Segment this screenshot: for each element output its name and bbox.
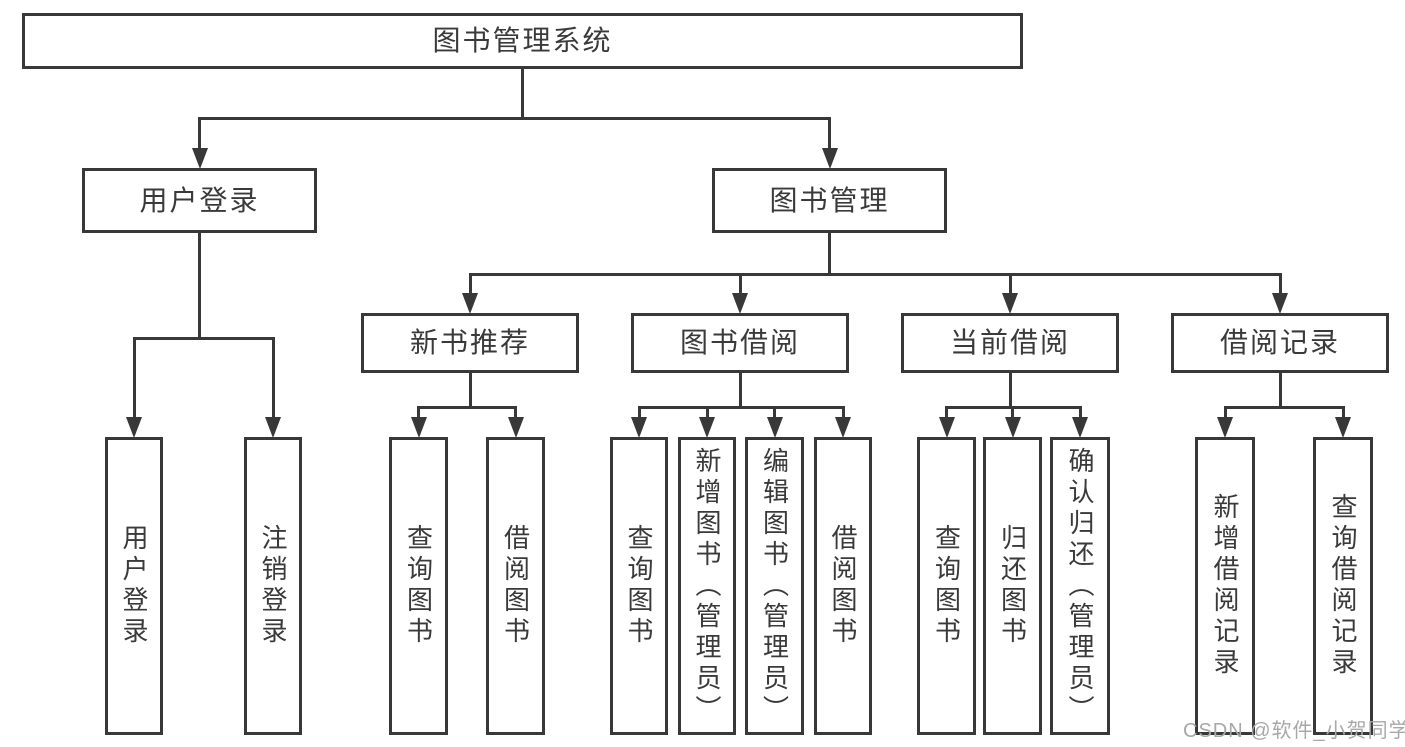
- node-query-borrow-record: 查询借阅记录: [1313, 437, 1373, 735]
- connector-stem: [521, 69, 524, 120]
- node-label: 图书管理系统: [432, 25, 613, 56]
- connector-bar: [637, 406, 845, 409]
- node-label: 用户登录: [119, 524, 149, 648]
- connector-stem: [1341, 406, 1345, 418]
- node-label: 新增借阅记录: [1210, 493, 1240, 679]
- arrow-down-icon: [835, 417, 851, 438]
- arrow-down-icon: [191, 148, 208, 169]
- watermark-text: CSDN @软件_小贺同学: [1183, 720, 1405, 742]
- node-label: 当前借阅: [949, 327, 1070, 358]
- node-user-login-op: 用户登录: [105, 437, 163, 735]
- arrow-down-icon: [410, 417, 427, 438]
- connector-stem: [841, 406, 845, 418]
- node-book-management: 图书管理: [712, 168, 947, 233]
- arrow-down-icon: [631, 417, 647, 438]
- node-label: 新增图书（管理员）: [692, 446, 722, 726]
- arrow-down-icon: [821, 148, 838, 169]
- connector-bar: [132, 337, 275, 340]
- connector-stem: [705, 406, 709, 418]
- connector-stem: [828, 117, 831, 149]
- connector-stem: [132, 337, 136, 418]
- node-label: 查询图书: [403, 524, 434, 648]
- node-query-books-2: 查询图书: [610, 437, 668, 735]
- connector-stem: [1011, 406, 1014, 418]
- node-label: 新书推荐: [409, 327, 530, 358]
- arrow-down-icon: [732, 293, 748, 314]
- connector-stem: [468, 373, 472, 409]
- connector-stem: [773, 406, 776, 418]
- node-borrowing-records: 借阅记录: [1171, 313, 1389, 373]
- connector-stem: [514, 406, 517, 418]
- node-current-borrowing: 当前借阅: [901, 313, 1119, 373]
- connector-stem: [1008, 373, 1012, 409]
- connector-bar: [198, 117, 831, 120]
- node-query-books-3: 查询图书: [917, 437, 976, 735]
- node-label: 借阅图书: [500, 524, 531, 648]
- arrow-down-icon: [699, 417, 715, 438]
- node-label: 用户登录: [139, 184, 260, 216]
- node-edit-books-admin: 编辑图书（管理员）: [745, 437, 804, 735]
- arrow-down-icon: [462, 293, 478, 314]
- node-system-title: 图书管理系统: [22, 13, 1023, 69]
- arrow-down-icon: [1004, 417, 1021, 438]
- connector-bar: [468, 273, 1282, 276]
- connector-bar: [1223, 406, 1345, 409]
- connector-stem: [828, 233, 831, 276]
- connector-stem: [198, 117, 201, 149]
- arrow-down-icon: [1002, 293, 1018, 314]
- connector-stem: [271, 337, 275, 418]
- arrow-down-icon: [1335, 417, 1351, 438]
- node-label: 查询借阅记录: [1328, 493, 1358, 679]
- connector-stem: [1223, 406, 1227, 418]
- node-label: 注销登录: [258, 524, 288, 648]
- connector-stem: [738, 373, 742, 409]
- arrow-down-icon: [1217, 417, 1233, 438]
- arrow-down-icon: [126, 417, 142, 438]
- node-book-borrowing: 图书借阅: [631, 313, 849, 373]
- connector-stem: [1008, 273, 1012, 294]
- arrow-down-icon: [507, 417, 524, 438]
- connector-stem: [198, 233, 201, 340]
- node-new-book-recommend: 新书推荐: [361, 313, 579, 373]
- node-borrow-books-2: 借阅图书: [814, 437, 872, 735]
- node-label: 查询图书: [624, 524, 654, 648]
- node-label: 查询图书: [931, 524, 962, 648]
- node-add-borrow-record: 新增借阅记录: [1195, 437, 1255, 735]
- connector-stem: [1278, 273, 1282, 294]
- node-borrow-books-1: 借阅图书: [486, 437, 545, 735]
- connector-stem: [1278, 373, 1282, 409]
- node-add-books-admin: 新增图书（管理员）: [678, 437, 736, 735]
- node-label: 编辑图书（管理员）: [759, 446, 790, 726]
- connector-stem: [468, 273, 472, 294]
- connector-stem: [945, 406, 948, 418]
- connector-stem: [417, 406, 420, 418]
- arrow-down-icon: [1072, 417, 1088, 438]
- connector-stem: [637, 406, 641, 418]
- node-label: 借阅图书: [828, 524, 858, 648]
- node-label: 图书借阅: [679, 327, 800, 358]
- connector-stem: [738, 273, 742, 294]
- node-user-login: 用户登录: [82, 168, 317, 233]
- arrow-down-icon: [766, 417, 783, 438]
- node-label: 图书管理: [769, 184, 890, 216]
- node-logout-op: 注销登录: [244, 437, 302, 735]
- node-label: 归还图书: [997, 524, 1028, 648]
- node-label: 借阅记录: [1219, 327, 1340, 358]
- node-label: 确认归还（管理员）: [1065, 446, 1095, 726]
- arrow-down-icon: [938, 417, 955, 438]
- arrow-down-icon: [265, 417, 281, 438]
- node-query-books-1: 查询图书: [389, 437, 448, 735]
- connector-bar: [417, 406, 517, 409]
- node-confirm-return: 确认归还（管理员）: [1050, 437, 1110, 735]
- connector-stem: [1078, 406, 1082, 418]
- node-return-books: 归还图书: [983, 437, 1042, 735]
- arrow-down-icon: [1272, 293, 1288, 314]
